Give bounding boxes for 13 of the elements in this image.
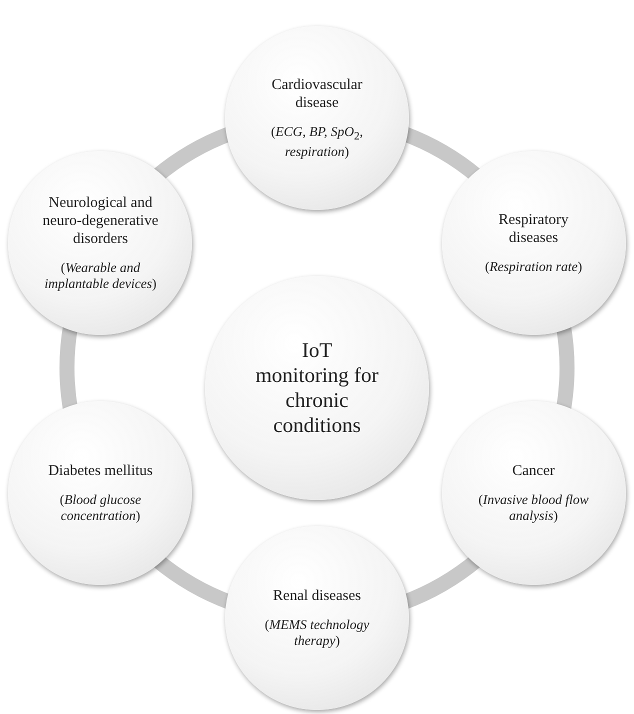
condition-name: Neurological and neuro-degenerative disorders [42,194,158,248]
condition-name: Renal diseases [273,586,361,605]
condition-detail: (ECG, BP, SpO$_{2}$, respiration) [270,124,364,160]
central-title: IoT monitoring for chronic conditions [255,338,379,438]
condition-detail: (Respiration rate) [484,258,582,276]
condition-detail: (Invasive blood flow analysis) [477,492,590,524]
condition-detail: (Blood glucose concentration) [58,492,142,524]
condition-name: Respiratory diseases [498,210,570,247]
condition-detail: (MEMS technology therapy) [264,616,370,650]
condition-detail: (Wearable and implantable devices) [43,260,158,292]
condition-name: Cancer [512,462,555,480]
condition-name: Cardiovascular disease [270,76,364,112]
condition-name: Diabetes mellitus [48,462,153,480]
